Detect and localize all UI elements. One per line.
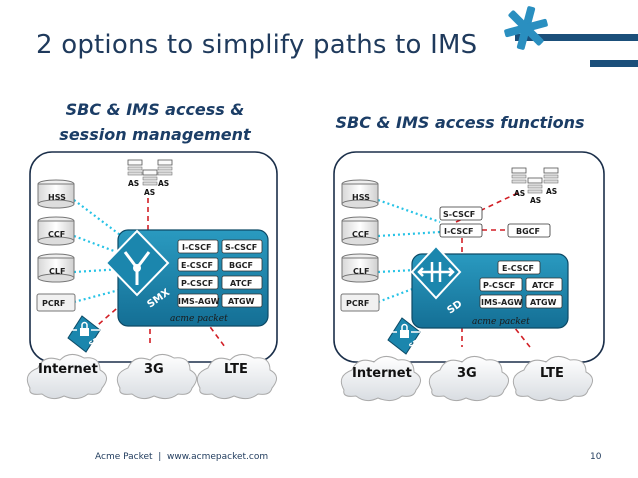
right-fn-ecscf: E-CSCF	[502, 264, 534, 273]
right-fn-atgw: ATGW	[530, 298, 557, 307]
left-ccf-box: CCF	[37, 216, 75, 246]
left-core-brand: acme packet	[170, 314, 228, 324]
left-3g-label: 3G	[144, 362, 164, 377]
left-pcrf-box: PCRF	[36, 293, 76, 312]
left-panel-title-line1: SBC & IMS access &	[65, 100, 245, 119]
right-clf-box: CLF	[341, 253, 379, 283]
right-hss-box: HSS	[341, 179, 379, 209]
right-3g-label: 3G	[457, 366, 477, 381]
right-internet-label: Internet	[352, 366, 412, 381]
right-as-label-3: AS	[530, 196, 541, 205]
left-clf-box: CLF	[37, 253, 75, 283]
right-lte-label: LTE	[540, 366, 564, 381]
slide-title: 2 options to simplify paths to IMS	[36, 30, 478, 60]
left-ccf-label: CCF	[48, 230, 65, 239]
right-ims-functions: S-CSCF I-CSCF BGCF	[439, 206, 551, 238]
left-fn-atcf: ATCF	[230, 279, 252, 288]
right-as-servers: AS AS AS	[511, 167, 559, 205]
right-pcrf-box: PCRF	[340, 293, 380, 312]
right-cloud-lte: LTE	[512, 356, 593, 402]
right-ccf-box: CCF	[341, 216, 379, 246]
left-cloud-3g: 3G	[116, 354, 197, 400]
left-panel-title-line2: session management	[59, 125, 251, 144]
right-as-label-2: AS	[546, 187, 557, 196]
left-fn-ecscf: E-CSCF	[181, 261, 213, 270]
left-hss-box: HSS	[37, 179, 75, 209]
left-as-servers: AS AS AS	[127, 159, 173, 197]
left-clf-label: CLF	[49, 267, 65, 276]
footer-text: Acme Packet | www.acmepacket.com	[95, 452, 269, 462]
right-as-label-1: AS	[514, 189, 525, 198]
left-internet-label: Internet	[38, 362, 98, 377]
right-sd-core: SD acme packet E-CSCF P-CSCF ATCF IMS-AG…	[410, 244, 569, 329]
left-fn-pcscf: P-CSCF	[181, 279, 213, 288]
right-dotted-links	[377, 198, 441, 304]
left-fn-imsagw: IMS-AGW	[178, 297, 220, 306]
left-as-label-2: AS	[158, 179, 169, 188]
left-fn-icscf: I-CSCF	[182, 243, 211, 252]
right-sd-arrows-icon	[417, 262, 455, 282]
left-fn-scscf: S-CSCF	[225, 243, 257, 252]
right-core-brand: acme packet	[472, 317, 530, 327]
right-clf-label: CLF	[353, 267, 369, 276]
right-fn-icscf: I-CSCF	[444, 227, 473, 236]
left-fn-bgcf: BGCF	[229, 261, 253, 270]
left-fn-atgw: ATGW	[228, 297, 255, 306]
right-fn-atcf: ATCF	[532, 281, 554, 290]
left-as-label-3: AS	[144, 188, 155, 197]
page-number: 10	[590, 452, 602, 462]
right-cloud-3g: 3G	[428, 356, 509, 402]
right-panel-title: SBC & IMS access functions	[335, 113, 585, 132]
left-pcrf-label: PCRF	[42, 299, 65, 308]
right-hss-label: HSS	[352, 193, 370, 202]
right-pcrf-label: PCRF	[346, 299, 369, 308]
left-as-label-1: AS	[128, 179, 139, 188]
right-fn-bgcf: BGCF	[516, 227, 540, 236]
header-accent-bar-short	[590, 60, 638, 67]
header-accent-bar	[515, 34, 638, 41]
left-cloud-lte: LTE	[196, 354, 277, 400]
left-smx-core: SMX acme packet I-CSCF S-CSCF E-CSCF BGC…	[104, 229, 269, 327]
left-hss-label: HSS	[48, 193, 66, 202]
acme-star-logo-icon	[504, 6, 548, 50]
right-fn-scscf: S-CSCF	[443, 210, 475, 219]
left-cloud-internet: Internet	[26, 354, 107, 400]
right-fn-imsagw: IMS-AGW	[481, 298, 523, 307]
right-ccf-label: CCF	[352, 230, 369, 239]
right-cloud-internet: Internet	[340, 356, 421, 402]
left-lte-label: LTE	[224, 362, 248, 377]
right-fn-pcscf: P-CSCF	[483, 281, 515, 290]
left-panel-title: SBC & IMS access & session management	[40, 100, 270, 144]
